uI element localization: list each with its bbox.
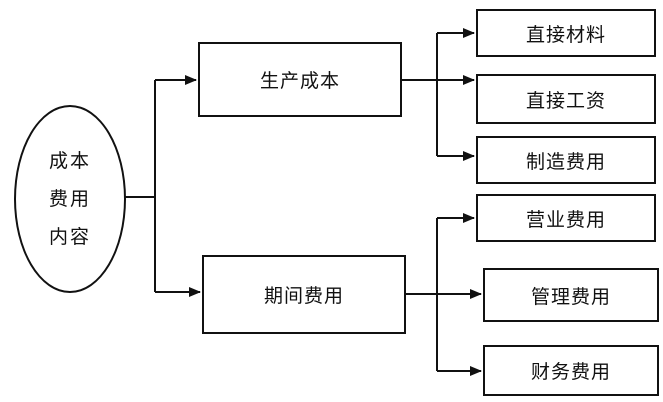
node-direct-material: 直接材料 — [476, 9, 656, 57]
node-manufacturing-expense: 制造费用 — [476, 136, 656, 184]
node-financial-expense: 财务费用 — [483, 345, 659, 396]
node-management-expense: 管理费用 — [483, 268, 659, 322]
node-production-cost: 生产成本 — [198, 42, 402, 117]
root-line-3: 内容 — [48, 226, 91, 248]
root-line-2: 费用 — [48, 188, 91, 210]
root-node-cost-expense-content: 成本 费用 内容 — [14, 105, 126, 293]
node-period-expense: 期间费用 — [202, 255, 406, 334]
root-line-1: 成本 — [48, 150, 91, 172]
node-direct-wage: 直接工资 — [476, 74, 656, 124]
node-operating-expense: 营业费用 — [476, 194, 656, 242]
